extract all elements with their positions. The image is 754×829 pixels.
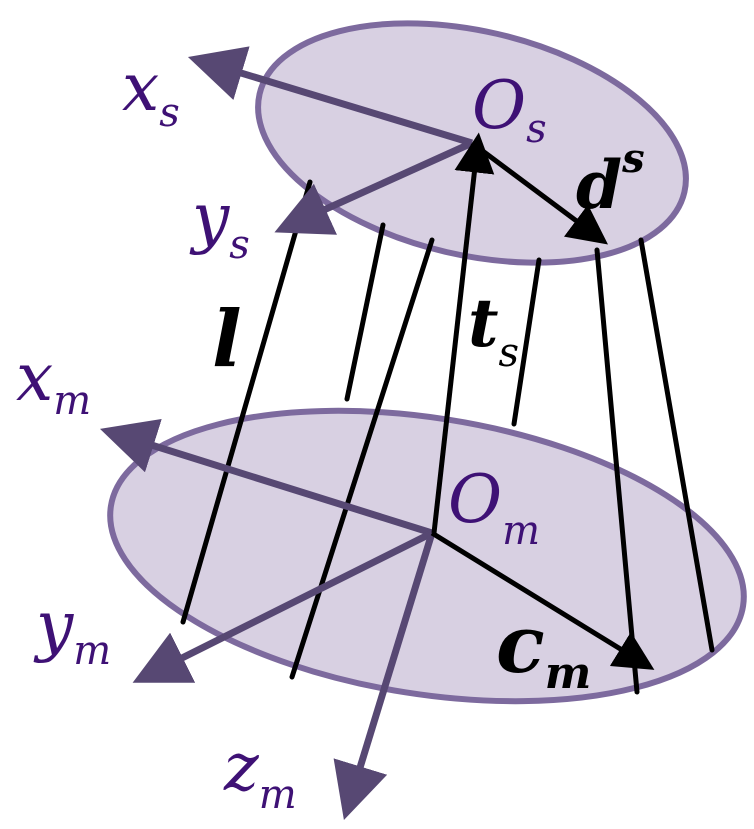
cm-vector-arrow bbox=[430, 530, 655, 670]
xs-axis-arrow bbox=[187, 46, 474, 147]
label-xm: xm bbox=[16, 339, 91, 424]
ys-axis-arrow bbox=[274, 139, 474, 235]
label-zm: zm bbox=[223, 729, 297, 818]
label-l: l bbox=[212, 294, 242, 385]
projection-line bbox=[594, 247, 640, 695]
projection-line bbox=[344, 222, 386, 402]
projection-lines bbox=[180, 179, 715, 695]
label-xs: xs bbox=[122, 49, 180, 136]
projection-line bbox=[289, 237, 435, 680]
label-Om: Om bbox=[448, 461, 540, 554]
label-Os: Os bbox=[472, 67, 547, 152]
label-ys: ys bbox=[189, 179, 250, 268]
projection-line bbox=[638, 237, 715, 653]
ym-axis-arrow bbox=[132, 529, 434, 683]
ds-vector-arrow bbox=[470, 140, 609, 245]
label-ts: ts bbox=[468, 284, 519, 376]
projection-line bbox=[511, 257, 542, 427]
label-ds: ds bbox=[576, 135, 645, 224]
zm-axis-arrow bbox=[333, 531, 436, 821]
projection-line-l bbox=[180, 179, 313, 625]
label-cm: cm bbox=[496, 597, 591, 699]
ts-vector-arrow bbox=[431, 132, 495, 534]
xm-axis-arrow bbox=[99, 418, 434, 537]
label-ym: ym bbox=[33, 587, 111, 674]
